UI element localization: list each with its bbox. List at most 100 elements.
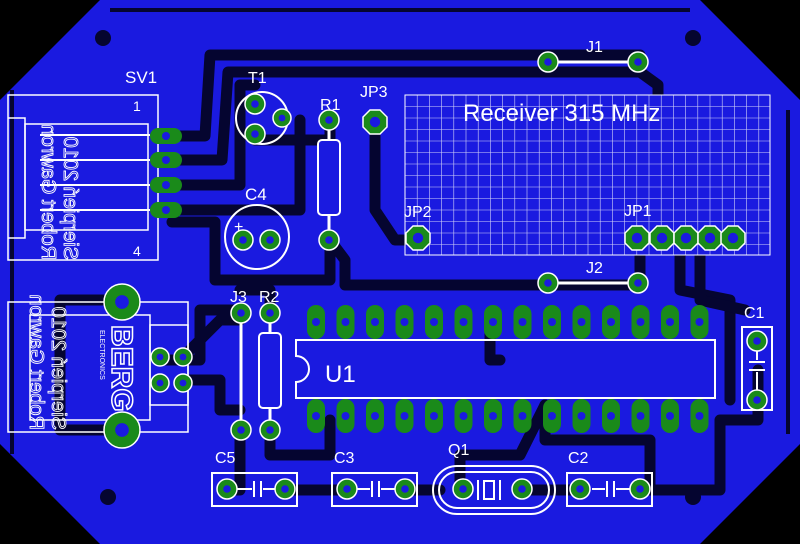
j3-label: J3 bbox=[230, 289, 247, 306]
r1-body bbox=[317, 125, 341, 235]
connector-pad-top bbox=[103, 283, 141, 321]
sv1-pin1-label: 1 bbox=[133, 98, 141, 114]
mounting-holes bbox=[95, 30, 701, 505]
c3-body bbox=[331, 472, 418, 507]
mirror-line1: Robert Gawron bbox=[37, 124, 59, 260]
j3-pad-2 bbox=[230, 419, 252, 441]
u1-pad-top-3 bbox=[366, 305, 384, 339]
u1-pad-top-7 bbox=[484, 305, 502, 339]
connector-pad-3 bbox=[150, 347, 170, 367]
c5-pad-2 bbox=[274, 478, 296, 500]
u1-pad-top-9 bbox=[543, 305, 561, 339]
t1-pad-2 bbox=[244, 123, 266, 145]
c4-outline bbox=[224, 204, 290, 270]
j1-label: J1 bbox=[586, 39, 603, 56]
u1-pad-top-1 bbox=[307, 305, 325, 339]
r1-pad-1 bbox=[318, 109, 340, 131]
q1-pad-2 bbox=[511, 478, 533, 500]
c5-pad-1 bbox=[216, 478, 238, 500]
sv1-pad-4 bbox=[150, 202, 182, 218]
u1-pad-bottom-1 bbox=[307, 399, 325, 433]
j2-pad-1 bbox=[537, 272, 559, 294]
u1-pad-bottom-9 bbox=[543, 399, 561, 433]
r2-body bbox=[258, 315, 282, 430]
mirror-line2: Sierpień 2010 bbox=[59, 137, 81, 260]
mirror-block-line2: Sierpień 2010 bbox=[47, 307, 69, 430]
c5-label: C5 bbox=[215, 450, 236, 467]
u1-pad-top-5 bbox=[425, 305, 443, 339]
u1-pad-top-10 bbox=[572, 305, 591, 339]
u1-pad-bottom-7 bbox=[484, 399, 502, 433]
ground-fill-lines bbox=[10, 8, 790, 454]
mirrored-author-text: Robert Gawron Sierpień 2010 bbox=[37, 124, 82, 261]
u1-pad-bottom-8 bbox=[513, 399, 532, 433]
c3-pad-1 bbox=[336, 478, 358, 500]
jp1-pad-2 bbox=[649, 225, 675, 251]
t1-pad-1 bbox=[244, 93, 266, 115]
c2-pad-1 bbox=[569, 478, 591, 500]
c1-label: C1 bbox=[744, 305, 765, 322]
u1-pad-bottom-12 bbox=[631, 399, 650, 433]
mirrored-author-text-2: Robert Gawron Sierpień 2010 bbox=[25, 294, 70, 431]
q1-pad-1 bbox=[452, 478, 474, 500]
sv1-label: SV1 bbox=[125, 68, 157, 87]
logo-sub: ELECTRONICS bbox=[98, 330, 105, 380]
u1-pad-bottom-2 bbox=[336, 399, 355, 433]
u1-pad-bottom-6 bbox=[454, 399, 473, 433]
u1-pad-bottom-10 bbox=[572, 399, 591, 433]
j2-label: J2 bbox=[586, 260, 603, 277]
c4-label: C4 bbox=[245, 185, 267, 204]
c1-pad-1 bbox=[746, 330, 768, 352]
c4-plus: + bbox=[234, 219, 243, 236]
q1-body bbox=[432, 465, 556, 515]
u1-pad-top-4 bbox=[395, 305, 414, 339]
u1-pad-top-2 bbox=[336, 305, 355, 339]
c2-body bbox=[566, 472, 653, 507]
c1-pad-2 bbox=[746, 389, 768, 411]
jp1-pad-3 bbox=[673, 225, 699, 251]
u1-pad-bottom-14 bbox=[690, 399, 709, 433]
c2-label: C2 bbox=[568, 450, 589, 467]
sv1-pad-1 bbox=[150, 128, 182, 144]
u1-pad-bottom-4 bbox=[395, 399, 414, 433]
u1-pad-bottom-5 bbox=[425, 399, 443, 433]
c4-pad-2 bbox=[259, 229, 281, 251]
mirror-block-line1: Robert Gawron bbox=[25, 294, 47, 430]
jp2-label: JP2 bbox=[404, 204, 432, 221]
r2-pad-2 bbox=[259, 419, 281, 441]
jp1-pad-1 bbox=[624, 225, 650, 251]
sv1-pad-3 bbox=[150, 177, 182, 193]
u1-pad-top-8 bbox=[513, 305, 532, 339]
t1-label: T1 bbox=[248, 70, 267, 87]
u1-pad-bottom-13 bbox=[661, 399, 679, 433]
u1-pad-top-13 bbox=[661, 305, 679, 339]
u1-pad-top-14 bbox=[690, 305, 709, 339]
j3-pad-1 bbox=[230, 302, 252, 324]
q1-label: Q1 bbox=[448, 442, 469, 459]
u1-pad-bottom-11 bbox=[602, 399, 620, 433]
r2-pad-1 bbox=[259, 302, 281, 324]
r1-pad-2 bbox=[318, 229, 340, 251]
t1-pad-3 bbox=[272, 108, 292, 128]
title-text: Receiver 315 MHz bbox=[463, 100, 660, 127]
jp3-label: JP3 bbox=[360, 84, 388, 101]
berg-logo: BERG ELECTRONICS bbox=[98, 324, 139, 412]
c2-pad-2 bbox=[629, 478, 651, 500]
u1-pad-top-6 bbox=[454, 305, 473, 339]
u1-pad-top-12 bbox=[631, 305, 650, 339]
sv1-connector bbox=[7, 94, 159, 261]
jp1-pad-4 bbox=[697, 225, 723, 251]
c4-pad-1 bbox=[232, 229, 254, 251]
connector-pad-4 bbox=[173, 347, 193, 367]
j1-pad-2 bbox=[627, 51, 649, 73]
sv1-pin4-label: 4 bbox=[133, 243, 141, 259]
c3-label: C3 bbox=[334, 450, 355, 467]
jp1-pad-5 bbox=[720, 225, 746, 251]
jp2-pad bbox=[405, 225, 431, 251]
c3-pad-2 bbox=[394, 478, 416, 500]
j1-pad-1 bbox=[537, 51, 559, 73]
c5-body bbox=[211, 472, 298, 507]
connector-pad-6 bbox=[173, 373, 193, 393]
u1-pad-top-11 bbox=[602, 305, 620, 339]
